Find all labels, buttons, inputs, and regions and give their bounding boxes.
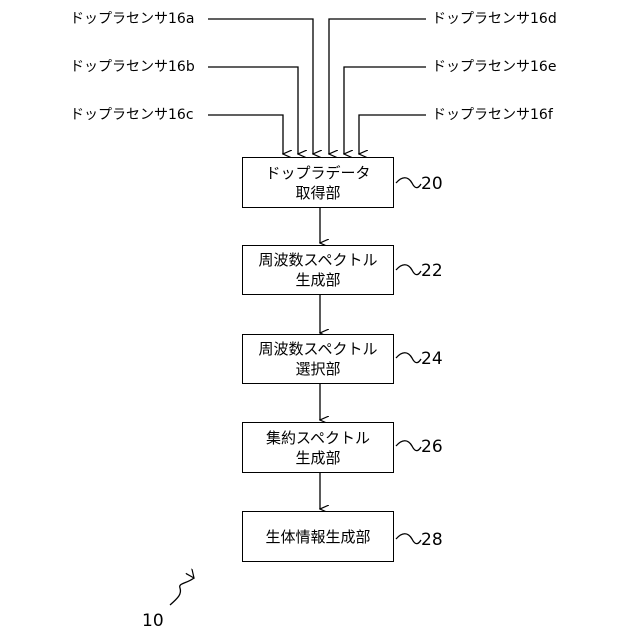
block-26-line2: 生成部 [295,448,340,468]
sensor-label-d: ドップラセンサ16d [432,11,557,27]
system-ref-number: 10 [142,612,164,630]
sensor-f-line [359,115,426,154]
ref-number-28: 28 [421,531,443,549]
sensor-label-e: ドップラセンサ16e [432,59,556,75]
ref-leader-28 [396,534,421,544]
ref-number-22: 22 [421,262,443,280]
frequency-spectrum-selection-block: 周波数スペクトル 選択部 [242,334,394,384]
block-22-line1: 周波数スペクトル [259,250,378,270]
sensor-e-line [344,67,426,154]
doppler-data-acquisition-block: ドップラデータ 取得部 [242,157,394,208]
biometric-info-generation-block: 生体情報生成部 [242,511,394,562]
block-26-line1: 集約スペクトル [266,428,370,448]
ref-leader-20 [396,178,421,188]
ref-number-24: 24 [421,350,443,368]
ref-number-26: 26 [421,438,443,456]
ref-number-20: 20 [421,175,443,193]
block-22-line2: 生成部 [295,270,340,290]
frequency-spectrum-generation-block: 周波数スペクトル 生成部 [242,245,394,295]
block-20-line1: ドップラデータ [265,163,370,183]
sensor-label-c: ドップラセンサ16c [70,107,194,123]
ref-leader-24 [396,353,421,363]
sensor-label-f: ドップラセンサ16f [432,107,553,123]
sensor-a-line [208,19,313,154]
block-24-line1: 周波数スペクトル [259,339,378,359]
block-28-line1: 生体情報生成部 [265,527,370,547]
sensor-label-a: ドップラセンサ16a [70,11,194,27]
block-20-line2: 取得部 [295,183,340,203]
sensor-b-line [208,67,298,154]
ref-leader-22 [396,265,421,275]
ref-leader-26 [396,441,421,451]
block-24-line2: 選択部 [295,359,340,379]
sensor-c-line [208,115,283,154]
sensor-label-b: ドップラセンサ16b [70,59,195,75]
aggregate-spectrum-generation-block: 集約スペクトル 生成部 [242,422,394,473]
system-ref-leader [170,578,194,605]
